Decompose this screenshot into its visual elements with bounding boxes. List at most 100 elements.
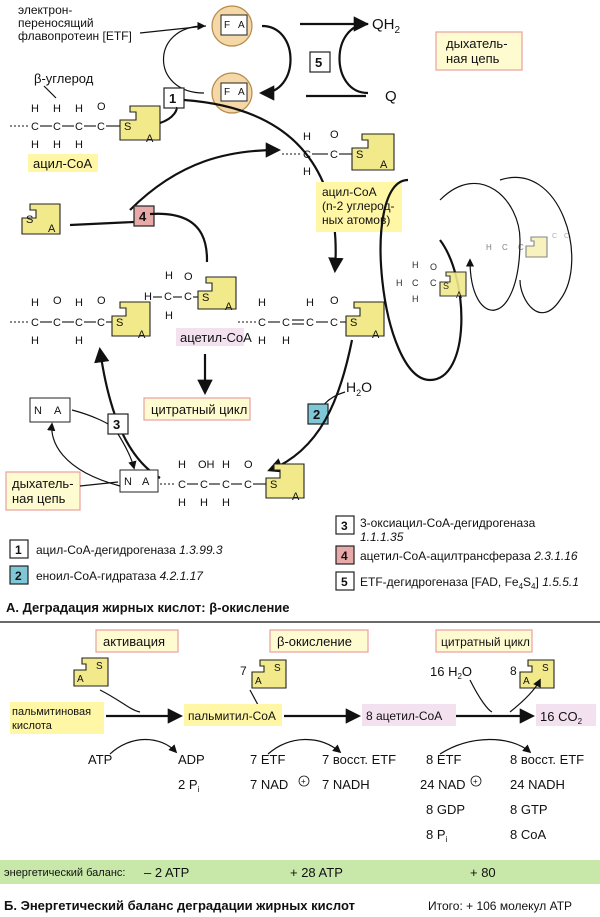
svg-text:C: C <box>97 121 105 133</box>
h2o-16: 16 H2O <box>430 664 472 681</box>
svg-text:C: C <box>258 317 266 329</box>
svg-text:H: H <box>75 335 83 347</box>
coa-free-left: S A <box>21 203 61 235</box>
svg-text:A: A <box>372 329 380 341</box>
step-5-num: 5 <box>315 55 322 70</box>
svg-text:C: C <box>31 121 39 133</box>
svg-text:O: O <box>430 262 437 272</box>
palmityl-coa-box <box>184 704 282 726</box>
step-1-num: 1 <box>169 91 176 106</box>
svg-text:H: H <box>222 459 230 471</box>
resp-chain-bottom-box <box>5 471 81 511</box>
col3-out-2: 8 GTP <box>510 802 548 817</box>
acetyl-coa-structure: H H C H C O S A <box>144 270 237 322</box>
svg-text:A: A <box>523 676 530 687</box>
svg-text:A: A <box>255 676 262 687</box>
balance-activation: – 2 ATP <box>144 865 189 880</box>
svg-text:A: A <box>138 329 146 341</box>
svg-text:C: C <box>330 317 338 329</box>
svg-text:H: H <box>31 335 39 347</box>
palmityl-coa: пальмитил-CoA <box>188 709 276 723</box>
col2-in-0: 7 ETF <box>250 752 285 767</box>
svg-text:A: A <box>48 223 56 235</box>
h2o-label: H2O <box>346 379 372 398</box>
palmitic-box <box>10 702 104 734</box>
coef-7: 7 <box>240 664 247 678</box>
spiral-decoration: H H C H C O S A H C C C C <box>379 176 573 382</box>
col1-out-0: ADP <box>178 752 205 767</box>
acyl-coa-structure: C H H C H H C H H C O <box>10 101 120 151</box>
svg-text:S: S <box>542 663 549 674</box>
step-5-box <box>309 51 331 73</box>
balance-beta: + 28 ATP <box>290 865 343 880</box>
svg-text:S: S <box>274 663 281 674</box>
acyl-coa-label: ацил-CoA <box>33 156 92 171</box>
svg-text:A: A <box>456 290 462 300</box>
qh2-label: QH2 <box>372 16 401 36</box>
svg-text:H: H <box>165 270 173 282</box>
svg-text:O: O <box>97 101 106 113</box>
plus-charge-icon <box>298 775 310 787</box>
header-activation: активация <box>103 634 165 649</box>
col1-in-0: ATP <box>88 752 112 767</box>
acetyl-coa-8-box <box>362 704 456 726</box>
balance-label: энергетический баланс: <box>4 867 125 879</box>
resp-chain-bottom-1: дыхатель- <box>12 476 74 491</box>
svg-text:C: C <box>164 291 172 303</box>
enzyme-1-name: ацил-CoA-дегидрогеназа 1.3.99.3 <box>36 543 223 557</box>
svg-text:H: H <box>412 294 419 304</box>
enoyl-coa-structure: C H H C H C H C O S A <box>238 295 385 347</box>
svg-text:O: O <box>244 459 253 471</box>
enzyme-5-name: ETF-дегидрогеназа [FAD, Fe4S4] 1.5.5.1 <box>360 575 579 591</box>
svg-text:H: H <box>31 297 39 309</box>
col3-in-2: 8 GDP <box>426 802 465 817</box>
svg-text:C: C <box>282 317 290 329</box>
svg-text:S: S <box>443 281 449 291</box>
acetyl-coa-8: 8 ацетил-CoA <box>366 709 442 723</box>
etf-label-1: электрон- <box>18 3 72 17</box>
enzyme-legend: 1 ацил-CoA-дегидрогеназа 1.3.99.3 2 енои… <box>9 515 579 591</box>
svg-text:A: A <box>142 476 150 488</box>
resp-chain-top-2: ная цепь <box>446 51 500 66</box>
total-label: Итого: + 106 молекул ATP <box>428 899 572 913</box>
svg-text:C: C <box>178 479 186 491</box>
step-1-box <box>163 87 185 109</box>
svg-text:H: H <box>75 297 83 309</box>
svg-text:C: C <box>184 291 192 303</box>
resp-chain-bottom-2: ная цепь <box>12 491 66 506</box>
nad-oxidized-icon: N A <box>29 397 71 423</box>
plus-charge-icon-2 <box>470 775 482 787</box>
svg-text:F: F <box>224 87 230 98</box>
part-b-caption: Б. Энергетический баланс деградации жирн… <box>4 898 355 913</box>
svg-text:H: H <box>258 297 266 309</box>
col3-out-1: 24 NADH <box>510 777 565 792</box>
coa-tag-acyl: S A <box>119 105 161 145</box>
step-3-num: 3 <box>113 417 120 432</box>
svg-text:O: O <box>97 295 106 307</box>
col3-out-3: 8 CoA <box>510 827 546 842</box>
acyl-coa-box <box>28 154 98 172</box>
svg-text:2: 2 <box>15 569 22 583</box>
resp-chain-top-box <box>435 31 523 71</box>
svg-text:F: F <box>224 20 230 31</box>
etf-label-3: флавопротеин [ETF] <box>18 29 132 43</box>
coef-8: 8 <box>510 664 517 678</box>
svg-text:C: C <box>330 149 338 161</box>
svg-text:S: S <box>270 479 277 491</box>
col3-in-1: 24 NAD <box>420 777 466 792</box>
svg-text:C: C <box>412 278 419 288</box>
svg-text:C: C <box>552 233 557 240</box>
svg-text:C: C <box>75 317 83 329</box>
svg-text:H: H <box>306 297 314 309</box>
acetyl-coa-label: ацетил-CoA <box>180 330 252 345</box>
palmitic-2: кислота <box>12 720 53 732</box>
svg-text:A: A <box>54 405 62 417</box>
step-2-num: 2 <box>313 407 320 422</box>
svg-text:5: 5 <box>341 575 348 589</box>
svg-text:A: A <box>77 674 84 685</box>
svg-text:H: H <box>486 243 492 252</box>
step-4-num: 4 <box>139 209 147 224</box>
svg-text:H: H <box>178 459 186 471</box>
svg-text:C: C <box>53 317 61 329</box>
